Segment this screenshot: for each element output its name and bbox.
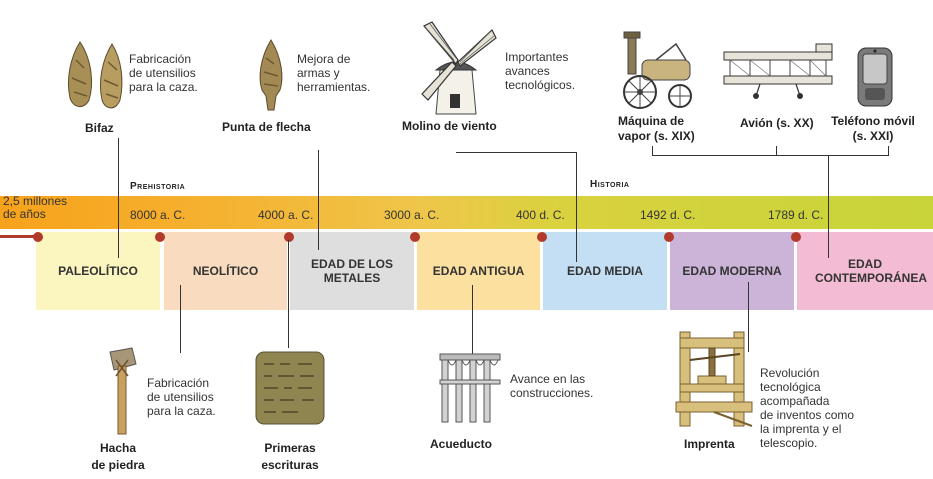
date-1492-dc: 1492 d. C. <box>640 208 696 222</box>
text-molino-de-viento: Importantes avances tecnológicos. <box>505 50 576 92</box>
timeline-band <box>0 196 933 229</box>
date-3000-ac: 3000 a. C. <box>384 208 440 222</box>
steam-engine-icon <box>623 31 692 109</box>
printing-press-icon <box>675 331 753 427</box>
caption-imprenta: Imprenta <box>684 437 735 451</box>
date-1789-dc: 1789 d. C. <box>768 208 824 222</box>
mobile-phone-icon <box>857 47 893 107</box>
connector-line <box>888 146 889 156</box>
text-imprenta: Revolución tecnológica acompañada de inv… <box>760 366 855 450</box>
timeline-marker <box>791 232 801 242</box>
timeline-marker <box>537 232 547 242</box>
era-edad-moderna: EDAD MODERNA <box>670 232 794 310</box>
connector-line <box>776 146 777 156</box>
era-edad-contemporanea: EDAD CONTEMPORÁNEA <box>797 232 933 310</box>
timeline-marker <box>33 232 43 242</box>
date-4000-ac: 4000 a. C. <box>258 208 314 222</box>
connector-line <box>456 152 576 153</box>
caption-acueducto: Acueducto <box>430 437 493 451</box>
aqueduct-icon <box>439 353 501 423</box>
caption-telefono-movil: Teléfono móvil (s. XXI) <box>831 114 915 143</box>
clay-tablet-icon <box>255 351 325 425</box>
caption-avion: Avión (s. XX) <box>740 116 814 130</box>
era-paleolitico: PALEOLÍTICO <box>36 232 160 310</box>
timeline-marker <box>410 232 420 242</box>
date-8000-ac: 8000 a. C. <box>130 208 186 222</box>
caption-bifaz: Bifaz <box>85 121 114 135</box>
connector-line <box>180 285 181 353</box>
era-neolitico: NEOLÍTICO <box>164 232 287 310</box>
era-edad-media: EDAD MEDIA <box>543 232 667 310</box>
connector-line <box>748 282 749 352</box>
caption-punta-de-flecha: Punta de flecha <box>222 120 311 134</box>
connector-line <box>576 152 577 262</box>
bifaz-icon <box>67 41 123 109</box>
date-2-5-millones: 2,5 millones de años <box>3 194 68 221</box>
timeline-marker <box>664 232 674 242</box>
date-400-dc: 400 d. C. <box>516 208 565 222</box>
connector-line <box>652 146 653 156</box>
arrowhead-icon <box>259 39 283 111</box>
text-acueducto: Avance en las construcciones. <box>510 372 594 400</box>
windmill-icon <box>421 21 497 115</box>
connector-line <box>318 150 319 250</box>
period-label-historia: Historia <box>590 179 630 190</box>
era-edad-metales: EDAD DE LOS METALES <box>290 232 414 310</box>
caption-molino-de-viento: Molino de viento <box>402 119 497 133</box>
text-bifaz: Fabricación de utensilios para la caza. <box>129 52 198 94</box>
connector-line <box>828 156 829 258</box>
connector-line <box>472 285 473 355</box>
caption-maquina-de-vapor: Máquina de vapor (s. XIX) <box>618 114 695 143</box>
era-edad-antigua: EDAD ANTIGUA <box>417 232 540 310</box>
stone-axe-icon <box>109 347 137 435</box>
text-hacha-de-piedra: Fabricación de utensilios para la caza. <box>147 376 216 418</box>
text-punta-de-flecha: Mejora de armas y herramientas. <box>297 52 371 94</box>
connector-line <box>652 155 888 156</box>
connector-line <box>118 138 119 258</box>
timeline-marker <box>284 232 294 242</box>
caption-hacha-de-piedra: Hacha de piedra <box>91 441 145 472</box>
timeline-marker <box>155 232 165 242</box>
period-label-prehistoria: Prehistoria <box>130 181 186 192</box>
airplane-icon <box>723 43 833 99</box>
connector-line <box>288 240 289 348</box>
caption-primeras-escrituras: Primeras escrituras <box>261 441 319 472</box>
